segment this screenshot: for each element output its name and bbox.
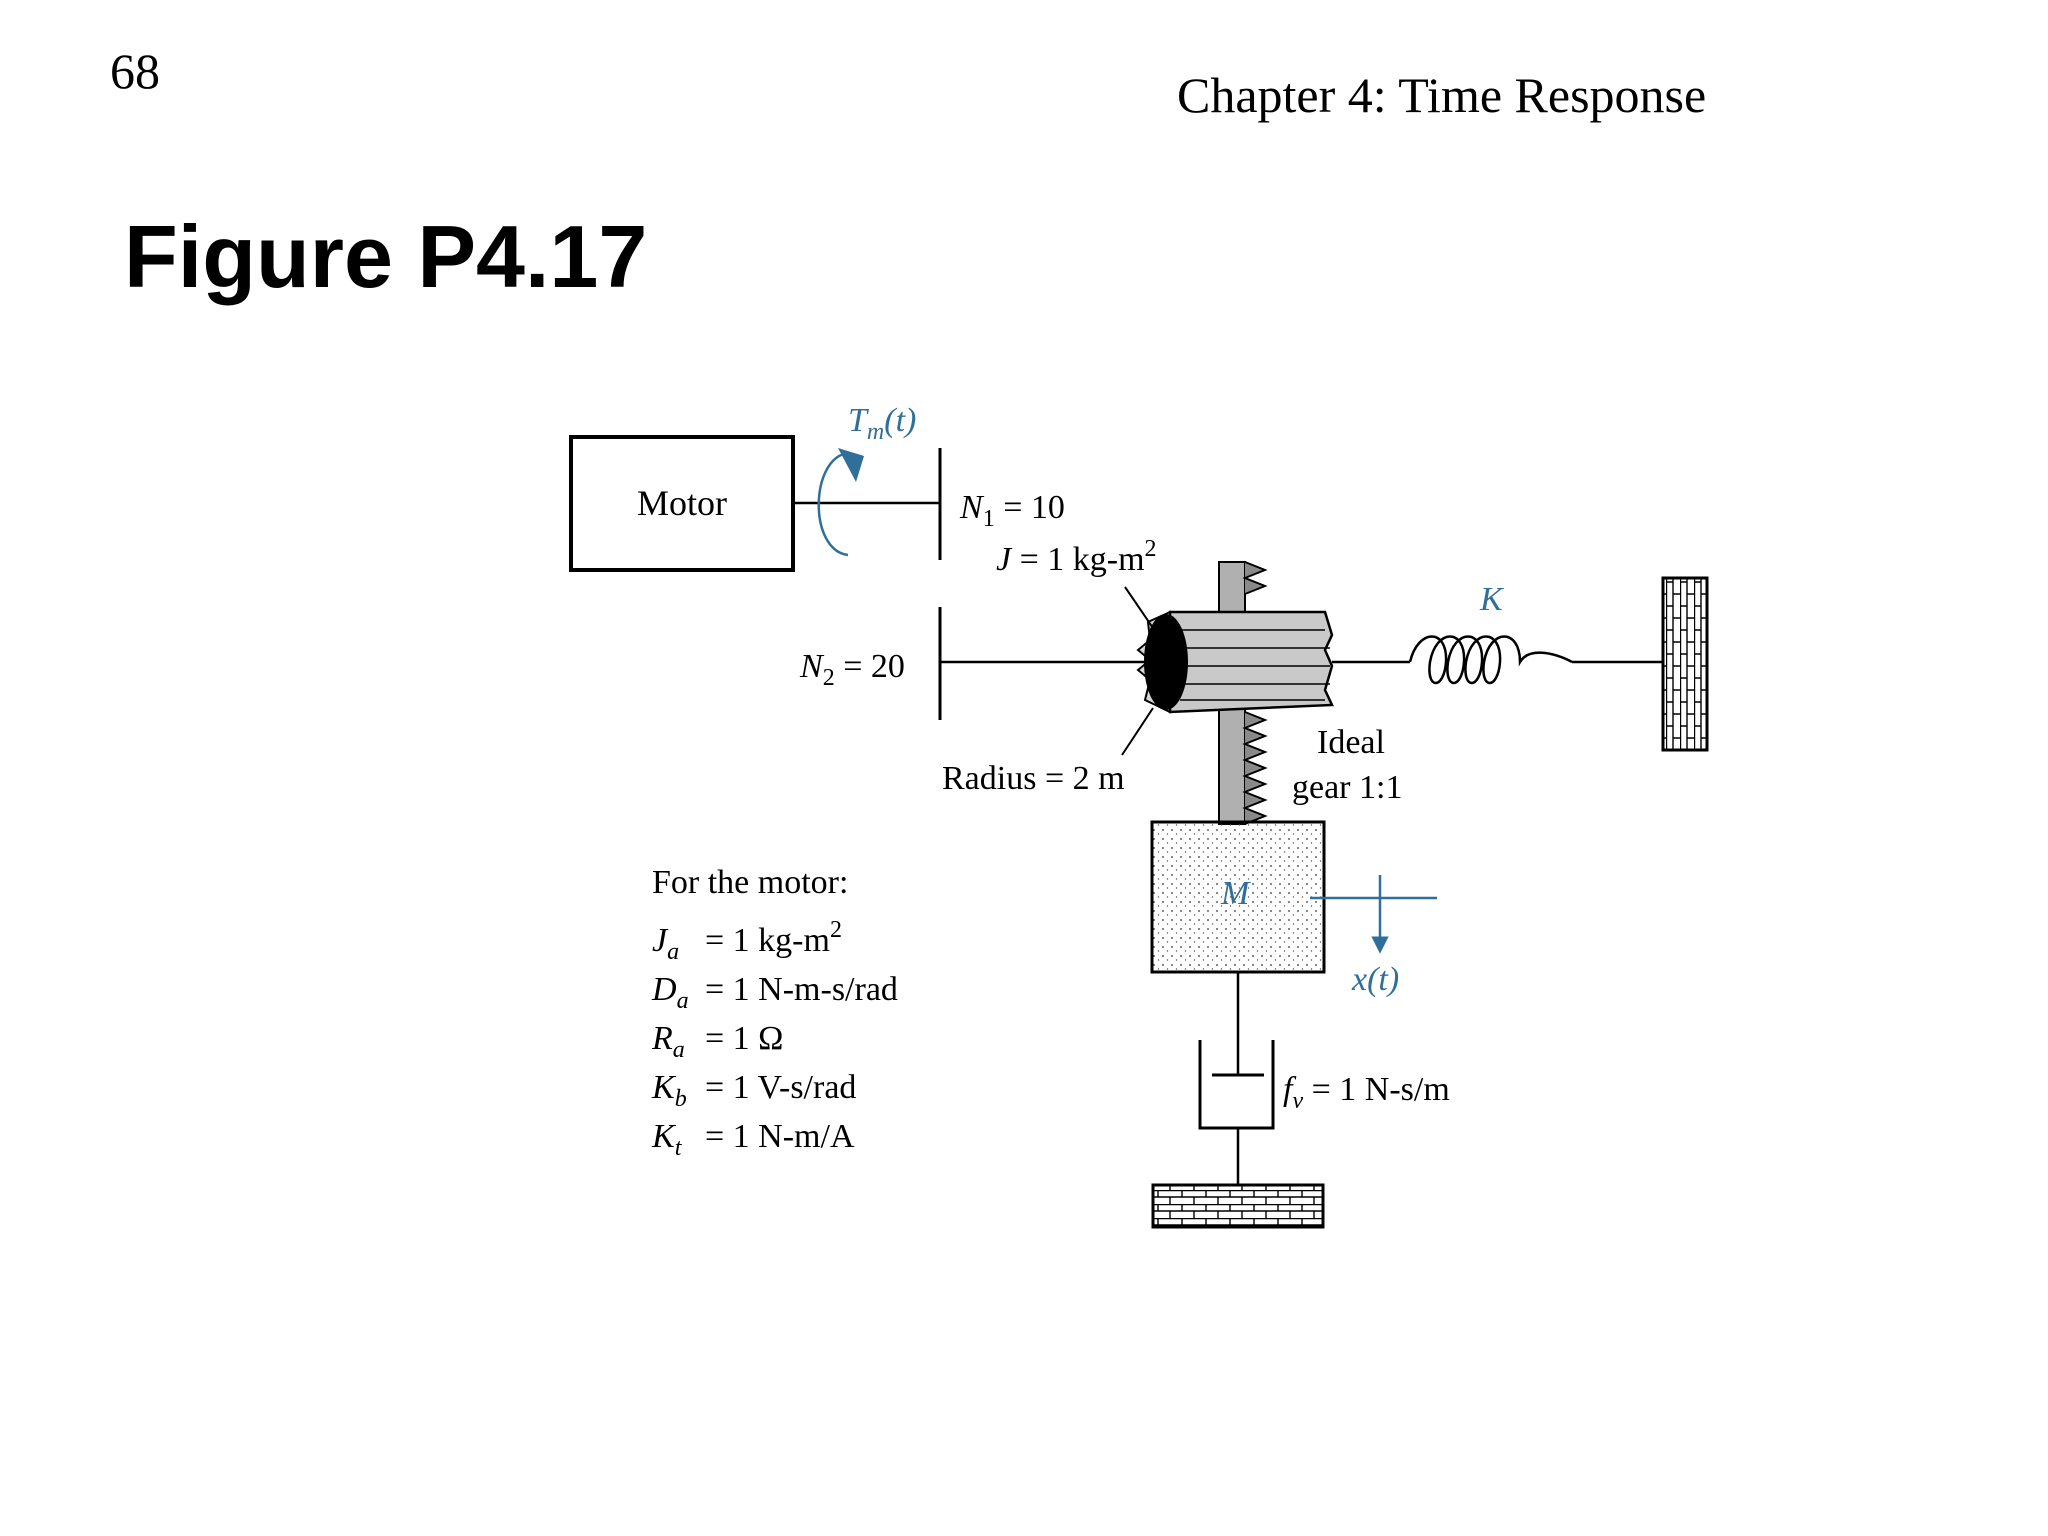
spring-label: K: [1479, 581, 1505, 618]
torque-label: Tm(t): [848, 402, 916, 445]
chapter-title: Chapter 4: Time Response: [1177, 67, 1707, 123]
n2-label: N2 = 20: [799, 648, 905, 691]
param-kb: Kb= 1 V-s/rad: [651, 1069, 856, 1112]
param-kt: Kt= 1 N-m/A: [651, 1118, 855, 1161]
param-da: Da= 1 N-m-s/rad: [651, 971, 898, 1014]
gear-label-line2: gear 1:1: [1292, 769, 1402, 806]
damper-label: fv = 1 N-s/m: [1283, 1071, 1450, 1114]
param-ra: Ra= 1 Ω: [651, 1020, 783, 1063]
rack-teeth: [1242, 561, 1268, 825]
gear-label-line1: Ideal: [1317, 724, 1385, 761]
pinion-gear: [1136, 610, 1334, 714]
motor-params-heading: For the motor:: [652, 864, 848, 901]
displacement-label: x(t): [1351, 961, 1399, 998]
radius-leader: [1121, 707, 1154, 756]
right-wall: [1661, 576, 1709, 752]
inertia-label: J = 1 kg-m2: [996, 536, 1157, 578]
motor-params-list: Ja= 1 kg-m2 Da= 1 N-m-s/rad Ra= 1 Ω Kb= …: [651, 917, 898, 1161]
torque-arrow-icon: [817, 451, 849, 557]
radius-label: Radius = 2 m: [942, 760, 1125, 797]
n1-label: N1 = 10: [959, 489, 1065, 532]
figure-title: Figure P4.17: [124, 207, 648, 306]
mass-label: M: [1220, 875, 1251, 912]
page-number: 68: [110, 43, 160, 99]
motor-label: Motor: [637, 483, 727, 523]
param-ja: Ja= 1 kg-m2: [652, 917, 842, 965]
inertia-leader: [1124, 586, 1154, 629]
ground: [1151, 1183, 1325, 1229]
spring: [1408, 635, 1573, 684]
damper-cylinder: [1198, 1040, 1275, 1130]
